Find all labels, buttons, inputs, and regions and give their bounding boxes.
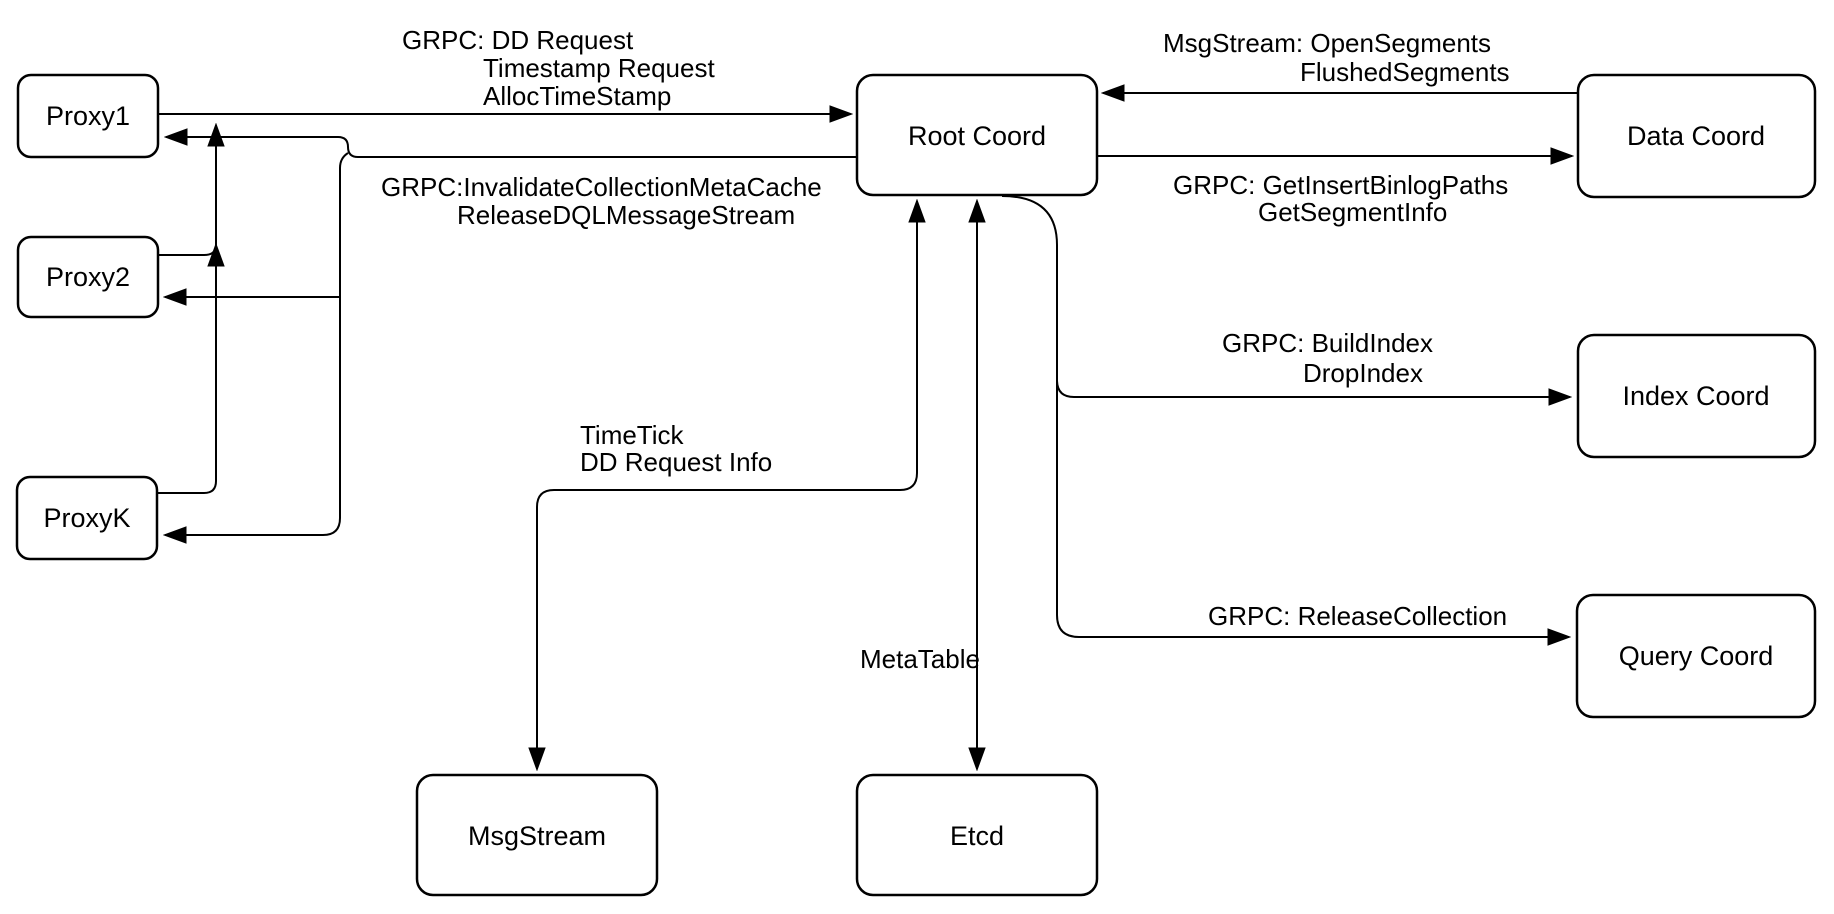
- edge-label-line: MsgStream: OpenSegments: [1163, 28, 1491, 58]
- edge-label-line: Timestamp Request: [483, 53, 715, 83]
- node-root-coord: Root Coord: [855, 73, 1099, 197]
- node-index-coord-box: [1576, 333, 1817, 459]
- edge-root-coord-to-proxyk: [165, 152, 349, 535]
- node-query-coord-label: Query Coord: [1619, 641, 1774, 671]
- edge-proxyk-merge-up: [157, 125, 216, 494]
- edge-root-coord-to-index-coord: [1056, 379, 1570, 397]
- node-proxy1-box: [16, 73, 160, 159]
- node-root-coord-box: [855, 73, 1099, 197]
- node-index-coord: Index Coord: [1576, 333, 1817, 459]
- edge-label-line: AllocTimeStamp: [483, 81, 671, 111]
- edge-label-root-to-data: GRPC: GetInsertBinlogPaths GetSegmentInf…: [1173, 170, 1508, 227]
- edge-label-line: GetSegmentInfo: [1258, 197, 1447, 227]
- edge-label-line: MetaTable: [860, 644, 980, 674]
- edge-label-line: GRPC: ReleaseCollection: [1208, 601, 1507, 631]
- node-etcd-box: [855, 773, 1099, 897]
- node-msgstream-box: [415, 773, 659, 897]
- node-root-coord-label: Root Coord: [908, 121, 1046, 151]
- edges: [157, 93, 1578, 769]
- edge-label-line: FlushedSegments: [1300, 57, 1510, 87]
- nodes: Proxy1 Proxy2 ProxyK Root Coord Data Coo…: [15, 73, 1817, 897]
- node-proxy2-box: [16, 235, 160, 319]
- node-query-coord-box: [1575, 593, 1817, 719]
- edge-label-line: DropIndex: [1303, 358, 1423, 388]
- node-proxy2: Proxy2: [16, 235, 160, 319]
- edge-label-root-to-proxies: GRPC:InvalidateCollectionMetaCache Relea…: [381, 172, 822, 230]
- edge-root-coord-msgstream-bidirectional: [537, 201, 917, 769]
- edge-label-line: GRPC: GetInsertBinlogPaths: [1173, 170, 1508, 200]
- edge-label-root-to-msgstream: TimeTick DD Request Info: [580, 420, 772, 477]
- node-etcd: Etcd: [855, 773, 1099, 897]
- node-msgstream: MsgStream: [415, 773, 659, 897]
- node-proxy1-label: Proxy1: [46, 101, 130, 131]
- edge-label-line: GRPC:InvalidateCollectionMetaCache: [381, 172, 822, 202]
- node-msgstream-label: MsgStream: [468, 821, 606, 851]
- node-proxyk-label: ProxyK: [43, 503, 130, 533]
- node-etcd-label: Etcd: [950, 821, 1004, 851]
- edge-label-proxy-to-root: GRPC: DD Request Timestamp Request Alloc…: [402, 25, 715, 111]
- edge-label-line: GRPC: BuildIndex: [1222, 328, 1433, 358]
- node-data-coord-label: Data Coord: [1627, 121, 1765, 151]
- node-query-coord: Query Coord: [1575, 593, 1817, 719]
- node-index-coord-label: Index Coord: [1622, 381, 1769, 411]
- edge-label-line: DD Request Info: [580, 447, 772, 477]
- edge-label-root-to-etcd: MetaTable: [860, 644, 980, 674]
- edge-label-root-to-query: GRPC: ReleaseCollection: [1208, 601, 1507, 631]
- node-data-coord-box: [1576, 73, 1817, 199]
- edge-root-coord-to-query-coord: [1001, 195, 1569, 637]
- node-proxy1: Proxy1: [16, 73, 160, 159]
- edge-label-data-to-root: MsgStream: OpenSegments FlushedSegments: [1163, 28, 1510, 87]
- edge-proxy2-merge-up: [158, 245, 216, 255]
- edge-label-line: ReleaseDQLMessageStream: [457, 200, 795, 230]
- edge-label-line: TimeTick: [580, 420, 685, 450]
- edge-labels: GRPC: DD Request Timestamp Request Alloc…: [381, 25, 1510, 674]
- node-data-coord: Data Coord: [1576, 73, 1817, 199]
- edge-label-root-to-index: GRPC: BuildIndex DropIndex: [1222, 328, 1433, 388]
- edge-root-coord-to-proxy1: [166, 137, 857, 158]
- node-proxy2-label: Proxy2: [46, 262, 130, 292]
- edge-label-line: GRPC: DD Request: [402, 25, 634, 55]
- node-proxyk: ProxyK: [15, 475, 159, 561]
- node-proxyk-box: [15, 475, 159, 561]
